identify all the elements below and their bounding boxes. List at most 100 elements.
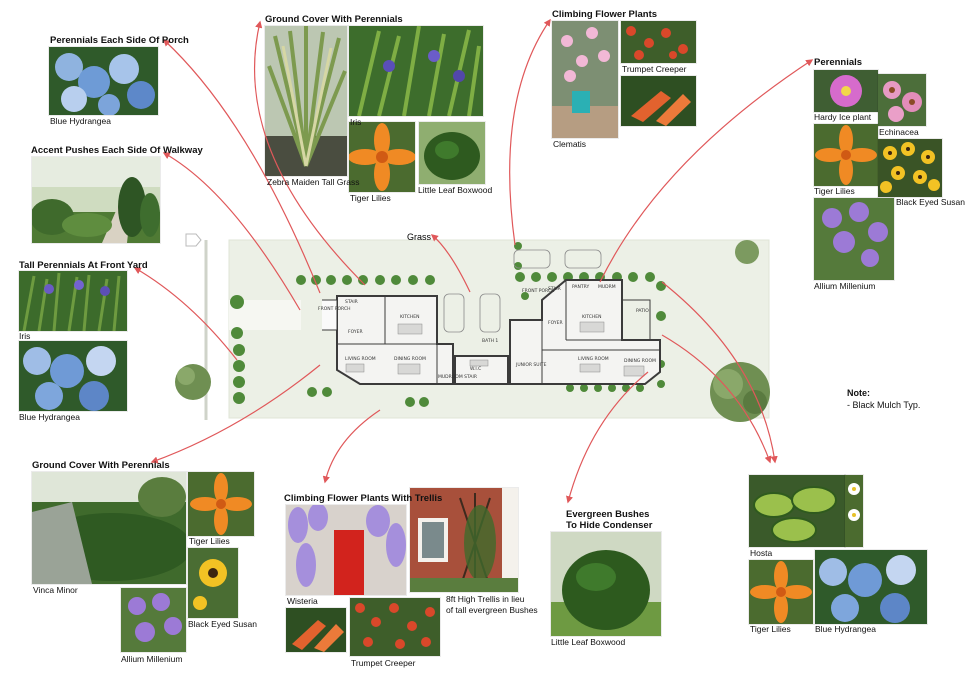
caption-bottom-tiger-lilies: Tiger Lilies bbox=[189, 536, 230, 546]
fp-right-junior-suite: JUNIOR SUITE bbox=[515, 362, 547, 368]
caption-right-tiger-lilies: Tiger Lilies bbox=[814, 186, 855, 196]
caption-bottom-right-tiger-lilies: Tiger Lilies bbox=[750, 624, 791, 634]
fp-right-mudrm: MUDRM bbox=[598, 284, 616, 290]
photo-blue-hydrangea-front-yard bbox=[19, 341, 127, 411]
caption-right-black-eyed-susan: Black Eyed Susan bbox=[896, 197, 965, 207]
arrow-to-perennials-right bbox=[599, 59, 814, 283]
caption-bottom-right-blue-hydrangea: Blue Hydrangea bbox=[815, 624, 876, 634]
photo-allium-millenium-right bbox=[814, 198, 894, 280]
floor-plan-left-unit bbox=[322, 295, 454, 385]
photo-little-leaf-boxwood-top bbox=[419, 122, 485, 184]
header-perennials-right: Perennials bbox=[814, 57, 863, 68]
arrow-to-front-yard-perennials bbox=[133, 267, 238, 361]
photo-walkway-accent bbox=[32, 157, 160, 243]
fp-left-foyer: FOYER bbox=[348, 329, 363, 335]
arrow-to-grass-label bbox=[430, 234, 471, 293]
fp-right-foyer: FOYER bbox=[548, 320, 563, 326]
photo-trumpet-creeper-bottom bbox=[350, 598, 440, 656]
photo-iris-front-yard bbox=[19, 271, 127, 331]
caption-trellis-trumpet-creeper: Trumpet Creeper bbox=[351, 658, 416, 668]
fp-right-pantry: PANTRY bbox=[572, 284, 589, 290]
photo-daisies bbox=[845, 475, 863, 547]
photo-vinca-minor bbox=[32, 472, 186, 584]
note-line: - Black Mulch Typ. bbox=[847, 399, 921, 410]
fp-left-bath: BATH 1 bbox=[482, 338, 498, 344]
caption-vinca-minor: Vinca Minor bbox=[33, 585, 78, 595]
caption-top-tiger-lilies: Tiger Lilies bbox=[350, 193, 391, 203]
photo-iris-top bbox=[349, 26, 483, 116]
header-evergreen-line1: Evergreen Bushes bbox=[566, 509, 650, 520]
grass-label: Grass bbox=[407, 232, 432, 242]
photo-trumpet-creeper-closeup bbox=[621, 76, 696, 126]
photo-hardy-ice-plant bbox=[814, 70, 878, 112]
note-title: Note: bbox=[847, 388, 870, 398]
note-block: Note: - Black Mulch Typ. bbox=[847, 388, 920, 411]
header-evergreen-line2: To Hide Condenser bbox=[566, 520, 653, 531]
fp-left-mudroom-stair: MUDROOM STAIR bbox=[438, 374, 477, 380]
arrow-to-trellis bbox=[322, 409, 381, 484]
caption-front-yard-blue-hydrangea: Blue Hydrangea bbox=[19, 412, 80, 422]
caption-hosta: Hosta bbox=[750, 548, 773, 558]
caption-porch-blue-hydrangea: Blue Hydrangea bbox=[50, 116, 111, 126]
photo-allium-millenium-bottom bbox=[121, 588, 186, 652]
fp-right-front-porch: FRONT PORCH bbox=[522, 288, 555, 294]
tree-street bbox=[175, 364, 211, 400]
fp-right-dining-room: DINING ROOM bbox=[624, 358, 656, 364]
caption-bottom-black-eyed-susan: Black Eyed Susan bbox=[188, 619, 257, 629]
photo-trumpet-creeper-bottom-closeup bbox=[286, 608, 346, 652]
header-ground-cover-top: Ground Cover With Perennials bbox=[265, 14, 403, 25]
fp-right-kitchen: KITCHEN bbox=[582, 314, 602, 320]
arrow-to-climbing-top bbox=[509, 18, 551, 246]
header-front-yard: Tall Perennials At Front Yard bbox=[19, 260, 148, 271]
caption-trellis-note-line2: of tall evergreen Bushes bbox=[446, 605, 538, 615]
fp-left-front-porch: FRONT PORCH bbox=[318, 306, 351, 312]
arrow-to-ground-cover-bottom bbox=[150, 364, 321, 464]
caption-top-little-leaf-boxwood: Little Leaf Boxwood bbox=[418, 185, 493, 195]
header-porch-perennials: Perennials Each Side Of Porch bbox=[50, 35, 189, 46]
header-ground-cover-bottom: Ground Cover With Perennials bbox=[32, 460, 170, 471]
fp-left-kitchen: KITCHEN bbox=[400, 314, 420, 320]
fp-right-patio: PATIO bbox=[636, 308, 649, 314]
arrow-to-evergreen bbox=[566, 371, 649, 504]
caption-front-yard-iris: Iris bbox=[19, 331, 31, 341]
arrow-to-walkway-accent bbox=[162, 152, 301, 311]
caption-hardy-ice-plant: Hardy Ice plant bbox=[814, 112, 872, 122]
arrow-to-ground-cover-top bbox=[253, 20, 366, 286]
header-climbing-top: Climbing Flower Plants bbox=[552, 9, 658, 20]
header-trellis: Climbing Flower Plants With Trellis bbox=[284, 493, 443, 504]
caption-trumpet-creeper-top: Trumpet Creeper bbox=[622, 64, 687, 74]
arrow-to-bottom-right-b bbox=[661, 334, 772, 464]
caption-right-allium-millenium: Allium Millenium bbox=[814, 281, 876, 291]
header-walkway-accent: Accent Pushes Each Side Of Walkway bbox=[31, 145, 203, 156]
photo-black-eyed-susan-bottom bbox=[188, 548, 238, 618]
photo-little-leaf-boxwood-bottom bbox=[551, 532, 661, 636]
fp-right-stair: STAIR bbox=[548, 286, 561, 292]
compass-marker bbox=[185, 233, 202, 247]
photo-tiger-lily-right bbox=[814, 124, 878, 186]
fp-left-living-room: LIVING ROOM bbox=[345, 356, 376, 362]
fp-left-dining-room: DINING ROOM bbox=[394, 356, 426, 362]
floor-plan-left-annex bbox=[454, 355, 509, 385]
fp-left-stair: STAIR bbox=[345, 299, 358, 305]
photo-blue-hydrangea-porch bbox=[49, 47, 158, 115]
photo-trellis bbox=[410, 488, 518, 592]
caption-clematis: Clematis bbox=[553, 139, 587, 149]
photo-wisteria bbox=[286, 505, 406, 595]
photo-tiger-lily-bottom-right bbox=[749, 560, 813, 624]
lawn-area bbox=[228, 239, 770, 419]
tree-large-right bbox=[710, 362, 770, 422]
caption-wisteria: Wisteria bbox=[287, 596, 318, 606]
caption-zebra-maiden-grass: Zebra Maiden Tall Grass bbox=[267, 177, 360, 187]
photo-echinacea bbox=[878, 74, 926, 126]
photo-tiger-lily-top bbox=[349, 122, 415, 192]
photo-clematis bbox=[552, 21, 618, 138]
caption-evergreen-little-leaf-boxwood: Little Leaf Boxwood bbox=[551, 637, 626, 647]
fp-right-living-room: LIVING ROOM bbox=[578, 356, 609, 362]
photo-hosta bbox=[749, 475, 845, 547]
arrow-to-bottom-right-a bbox=[661, 281, 778, 464]
photo-trumpet-creeper-top bbox=[621, 21, 696, 63]
photo-blue-hydrangea-bottom-right bbox=[815, 550, 927, 624]
tree-rear-left bbox=[735, 240, 759, 264]
photo-tiger-lily-bottom bbox=[188, 472, 254, 536]
